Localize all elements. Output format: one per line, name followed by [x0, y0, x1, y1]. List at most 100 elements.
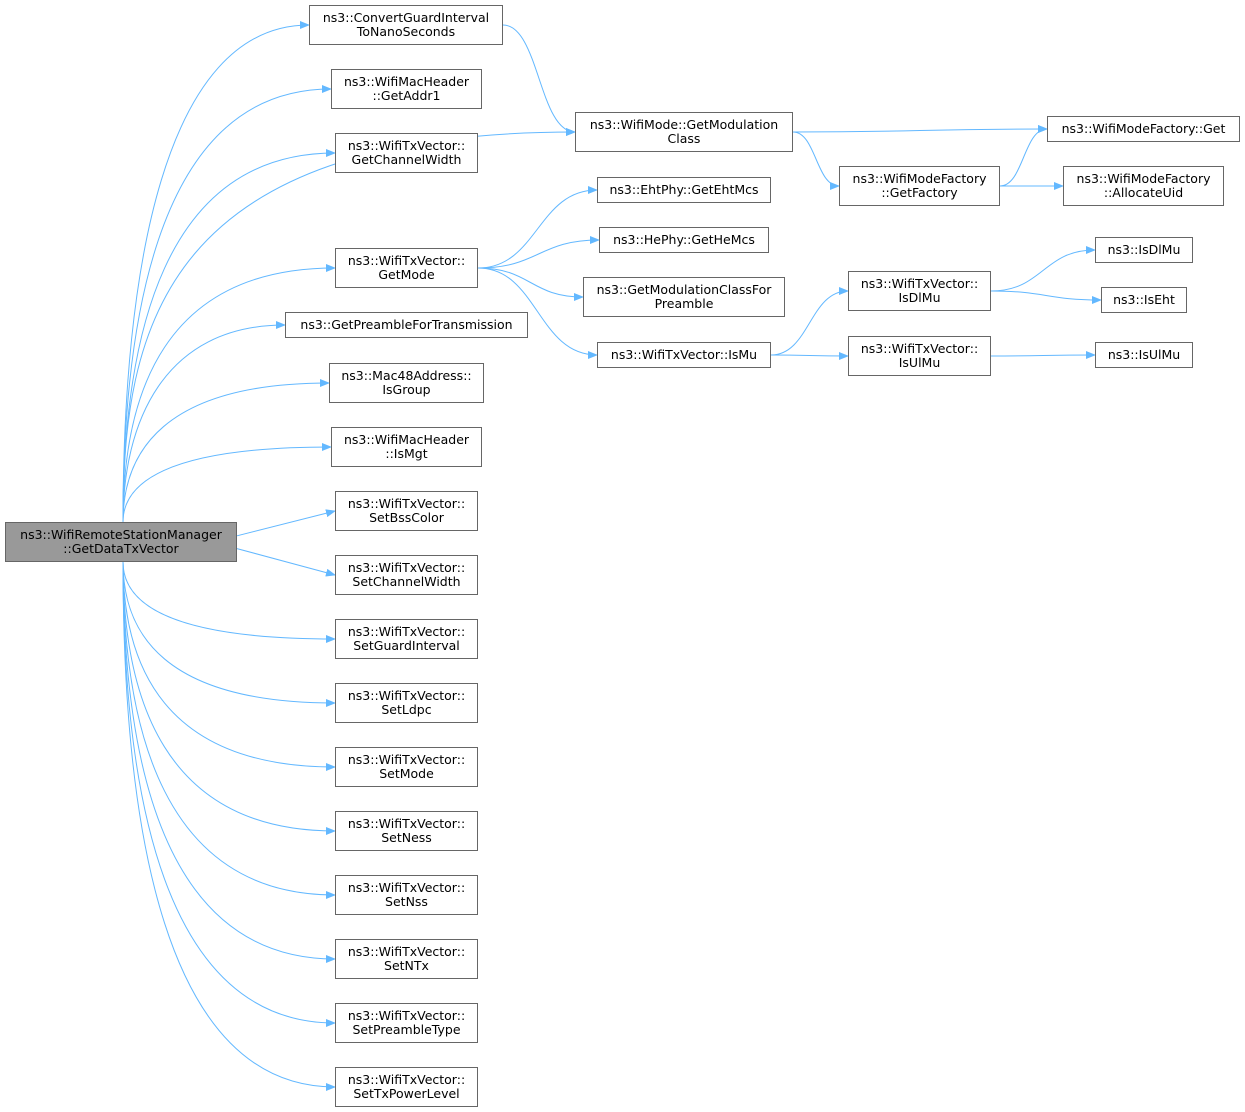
node-set-ldpc[interactable]: ns3::WifiTxVector:: SetLdpc: [335, 683, 478, 723]
node-label: ns3::WifiTxVector::: [347, 253, 466, 268]
node-label: ns3::WifiTxVector::: [347, 138, 466, 153]
node-is-eht[interactable]: ns3::IsEht: [1101, 287, 1187, 313]
node-label: IsGroup: [382, 382, 431, 397]
node-label: ns3::WifiMacHeader: [343, 432, 470, 447]
call-edge-convert_gi-to-get_modulation_class: [502, 24, 576, 136]
node-set-mode[interactable]: ns3::WifiTxVector:: SetMode: [335, 747, 478, 787]
node-get-he-mcs[interactable]: ns3::HePhy::GetHeMcs: [599, 227, 769, 253]
node-set-preamble-type[interactable]: ns3::WifiTxVector:: SetPreambleType: [335, 1003, 478, 1043]
node-set-guard-interval[interactable]: ns3::WifiTxVector:: SetGuardInterval: [335, 619, 478, 659]
node-label: SetGuardInterval: [353, 638, 460, 653]
node-label: SetMode: [379, 766, 434, 781]
node-label: ns3::Mac48Address::: [341, 368, 472, 383]
node-label: ns3::WifiTxVector::: [347, 816, 466, 831]
node-label: ns3::GetPreambleForTransmission: [300, 317, 513, 332]
call-edge-root-to-set_nss: [122, 561, 336, 899]
node-label: SetLdpc: [381, 702, 432, 717]
node-label: SetNss: [385, 894, 428, 909]
node-get-addr1[interactable]: ns3::WifiMacHeader ::GetAddr1: [331, 69, 482, 109]
node-label: SetNTx: [384, 958, 429, 973]
call-edge-root-to-set_bss_color: [236, 509, 336, 537]
node-label: ns3::WifiModeFactory::Get: [1061, 121, 1226, 136]
call-edge-root-to-set_guard_interval: [122, 561, 336, 643]
node-label: ns3::WifiTxVector::: [347, 688, 466, 703]
node-get-modulation-class[interactable]: ns3::WifiMode::GetModulation Class: [575, 112, 793, 152]
node-label: ns3::WifiTxVector::: [347, 1072, 466, 1087]
node-get-preamble-for-transmission[interactable]: ns3::GetPreambleForTransmission: [285, 312, 528, 338]
node-label: SetTxPowerLevel: [353, 1086, 460, 1101]
node-label: GetChannelWidth: [351, 152, 462, 167]
call-edge-root-to-set_ness: [122, 561, 336, 835]
call-edge-get_mode-to-get_he_mcs: [477, 236, 600, 269]
node-label: ToNanoSeconds: [356, 24, 456, 39]
node-label: ns3::EhtPhy::GetEhtMcs: [609, 182, 759, 197]
node-label: ns3::WifiTxVector::: [347, 944, 466, 959]
node-label: ns3::WifiTxVector::: [347, 1008, 466, 1023]
call-edge-root-to-set_ntx: [122, 561, 336, 963]
node-tx-is-dl-mu[interactable]: ns3::WifiTxVector:: IsDlMu: [848, 271, 991, 311]
node-set-nss[interactable]: ns3::WifiTxVector:: SetNss: [335, 875, 478, 915]
node-factory-get[interactable]: ns3::WifiModeFactory::Get: [1047, 116, 1240, 142]
node-label: ns3::ConvertGuardInterval: [322, 10, 490, 25]
node-label: ns3::IsEht: [1113, 292, 1175, 307]
call-edge-tx_is_ul_mu-to-is_ul_mu: [990, 351, 1096, 360]
call-edge-root-to-set_tx_power_level: [122, 561, 336, 1091]
node-label: GetMode: [378, 267, 435, 282]
node-label: ::GetFactory: [881, 185, 958, 200]
node-label: SetChannelWidth: [352, 574, 461, 589]
node-label: Class: [667, 131, 701, 146]
call-edge-get_factory-to-factory_get: [999, 125, 1048, 187]
node-label: ns3::WifiTxVector::: [860, 276, 979, 291]
node-get-channel-width[interactable]: ns3::WifiTxVector:: GetChannelWidth: [335, 133, 478, 173]
call-edge-tx_is_dl_mu-to-is_dl_mu: [990, 246, 1096, 292]
node-set-tx-power-level[interactable]: ns3::WifiTxVector:: SetTxPowerLevel: [335, 1067, 478, 1107]
node-convert-gi[interactable]: ns3::ConvertGuardInterval ToNanoSeconds: [309, 5, 503, 45]
node-label: ns3::WifiTxVector::: [347, 880, 466, 895]
node-label: ns3::HePhy::GetHeMcs: [613, 232, 755, 247]
node-is-group[interactable]: ns3::Mac48Address:: IsGroup: [329, 363, 484, 403]
call-edge-get_mode-to-get_eht_mcs: [477, 186, 598, 269]
node-tx-is-ul-mu[interactable]: ns3::WifiTxVector:: IsUlMu: [848, 336, 991, 376]
call-edge-get_mode-to-is_mu: [477, 267, 598, 359]
node-label: ns3::WifiTxVector::: [347, 752, 466, 767]
node-label: ns3::WifiTxVector::: [860, 341, 979, 356]
call-edge-root-to-set_ldpc: [122, 561, 336, 707]
node-label: ::IsMgt: [385, 446, 428, 461]
call-edge-tx_is_dl_mu-to-is_eht: [990, 290, 1102, 304]
call-edge-root-to-set_preamble_type: [122, 561, 336, 1027]
node-label: Preamble: [654, 296, 714, 311]
node-root[interactable]: ns3::WifiRemoteStationManager ::GetDataT…: [5, 522, 237, 562]
call-edge-root-to-is_group: [122, 379, 330, 523]
node-is-dl-mu[interactable]: ns3::IsDlMu: [1095, 237, 1193, 263]
node-label: ns3::WifiTxVector::: [347, 624, 466, 639]
call-edge-root-to-get_mode: [122, 264, 336, 523]
node-set-channel-width[interactable]: ns3::WifiTxVector:: SetChannelWidth: [335, 555, 478, 595]
node-label: ::GetDataTxVector: [63, 541, 179, 556]
node-label: SetNess: [381, 830, 432, 845]
call-edge-root-to-set_mode: [122, 561, 336, 771]
node-get-mode[interactable]: ns3::WifiTxVector:: GetMode: [335, 248, 478, 288]
node-allocate-uid[interactable]: ns3::WifiModeFactory ::AllocateUid: [1063, 166, 1224, 206]
call-edge-root-to-get_addr1: [122, 85, 332, 523]
node-label: ns3::WifiModeFactory: [852, 171, 987, 186]
node-label: ns3::GetModulationClassFor: [596, 282, 772, 297]
node-set-ntx[interactable]: ns3::WifiTxVector:: SetNTx: [335, 939, 478, 979]
call-edge-root-to-set_channel_width: [236, 548, 336, 577]
node-label: ns3::IsDlMu: [1107, 242, 1181, 257]
node-label: ns3::WifiModeFactory: [1076, 171, 1211, 186]
node-get-modulation-class-for-preamble[interactable]: ns3::GetModulationClassFor Preamble: [583, 277, 785, 317]
node-get-eht-mcs[interactable]: ns3::EhtPhy::GetEhtMcs: [597, 177, 771, 203]
node-set-bss-color[interactable]: ns3::WifiTxVector:: SetBssColor: [335, 491, 478, 531]
call-edge-root-to-is_mgt: [122, 443, 332, 523]
node-get-factory[interactable]: ns3::WifiModeFactory ::GetFactory: [839, 166, 1000, 206]
node-is-mgt[interactable]: ns3::WifiMacHeader ::IsMgt: [331, 427, 482, 467]
node-label: ::AllocateUid: [1103, 185, 1184, 200]
node-is-ul-mu[interactable]: ns3::IsUlMu: [1095, 342, 1193, 368]
call-edge-get_mode-to-get_mod_class_for_preamble: [477, 267, 584, 301]
node-set-ness[interactable]: ns3::WifiTxVector:: SetNess: [335, 811, 478, 851]
node-label: ns3::WifiTxVector::IsMu: [610, 347, 758, 362]
node-is-mu[interactable]: ns3::WifiTxVector::IsMu: [597, 342, 771, 368]
node-label: ns3::IsUlMu: [1107, 347, 1181, 362]
